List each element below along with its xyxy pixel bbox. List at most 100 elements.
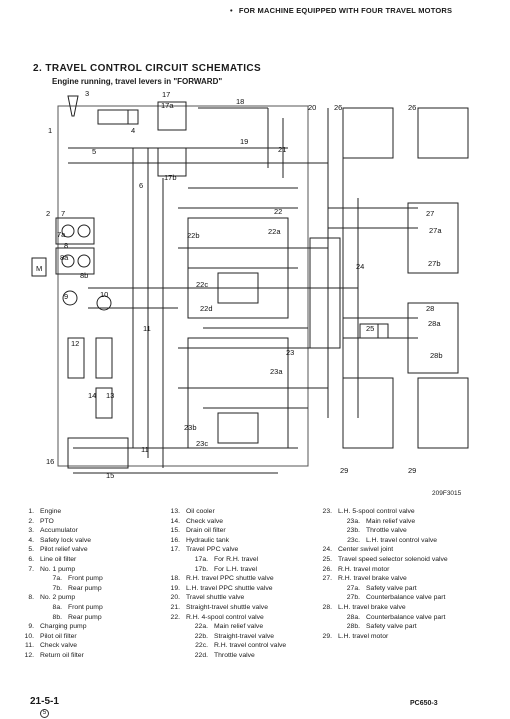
legend-item: 1.Engine (12, 507, 103, 517)
callout: 7a (57, 230, 66, 239)
legend-item: 19.L.H. travel PPC shuttle valve (158, 584, 286, 594)
legend-item-number: 27. (322, 575, 332, 583)
header-bullet: • (230, 6, 233, 15)
callout: 10 (100, 290, 108, 299)
legend-item-number: 19. (170, 584, 180, 592)
legend-item-text: Counterbalance valve part (366, 594, 446, 602)
legend-item-number: 7b. (52, 584, 62, 592)
legend-item-number: 21. (170, 603, 180, 611)
callout: 20 (308, 103, 316, 112)
legend-item-number: 15. (170, 527, 180, 535)
legend-item-number: 29. (322, 632, 332, 640)
legend-item: 13.Oil cooler (158, 507, 286, 517)
legend-item: 29.L.H. travel motor (310, 632, 448, 642)
legend-item: 14. Check valve (158, 517, 286, 527)
callout: 23 (286, 348, 294, 357)
model-code: PC650-3 (410, 700, 438, 707)
callout: 17a (161, 101, 174, 110)
legend-item: 24.Center swivel joint (310, 545, 448, 555)
safety-lock-valve-symbol (97, 109, 139, 125)
callout: 17 (162, 90, 170, 99)
callout: 24 (356, 262, 364, 271)
hydraulic-schematic: 3 17 18 17a 4 20 26 26 1 5 19 21 17b 6 2… (31, 89, 469, 480)
legend-item: 21. Straight-travel shuttle valve (158, 603, 286, 613)
hydraulic-tank-symbol (67, 437, 129, 469)
legend-item: 18.R.H. travel PPC shuttle valve (158, 574, 286, 584)
legend-item-number: 28b. (346, 623, 360, 631)
legend-item: 22d.Throttle valve (158, 651, 286, 661)
legend-item-text: Travel shuttle valve (186, 594, 245, 602)
legend-item-text: Travel PPC valve (186, 546, 239, 554)
legend-item-number: 7. (28, 565, 34, 573)
legend-item: 28.L.H. travel brake valve (310, 603, 448, 613)
charging-pump-symbol (62, 290, 112, 311)
legend-item-text: Straight-travel shuttle valve (186, 603, 268, 611)
legend-item: 27a.Safety valve part (310, 584, 448, 594)
legend-item: 7a.Front pump (12, 574, 103, 584)
legend-item: 8b.Rear pump (12, 613, 103, 623)
callout: 26 (334, 103, 342, 112)
callout: 2 (46, 209, 50, 218)
callout: 29 (408, 466, 416, 475)
legend-item: 9.Charging pump (12, 622, 103, 632)
legend-item: 23b.Throttle valve (310, 526, 448, 536)
callout: 19 (240, 137, 248, 146)
legend-item: 27b.Counterbalance valve part (310, 593, 448, 603)
callout: 17b (164, 173, 177, 182)
legend-item-number: 14. (170, 517, 180, 525)
legend-item-text: No. 1 pump (40, 565, 76, 573)
legend-item-number: 16. (170, 536, 180, 544)
callout: 23c (196, 439, 208, 448)
callout: 3 (85, 89, 89, 98)
legend-item-text: Accumulator (40, 527, 78, 535)
callout: 11 (143, 324, 151, 333)
legend-item-text: Hydraulic tank (186, 536, 230, 544)
legend-item-number: 8. (28, 594, 34, 602)
legend-item-text: L.H. travel control valve (366, 536, 438, 544)
callout: 8a (60, 253, 69, 262)
callout: 4 (131, 126, 135, 135)
legend-item-text: Straight-travel valve (214, 632, 275, 640)
legend-item-number: 26. (322, 565, 332, 573)
legend-item-number: 7a. (52, 575, 62, 583)
callout: 15 (106, 471, 114, 480)
legend-item: 15. Drain oil filter (158, 526, 286, 536)
callout: 22 (274, 207, 282, 216)
filter-symbols (67, 337, 113, 419)
legend-item-text: For L.H. travel (214, 565, 258, 573)
legend-item: 25.Travel speed selector solenoid valve (310, 555, 448, 565)
legend-item: 22b.Straight-travel valve (158, 632, 286, 642)
legend-item-text: Drain oil filter (186, 527, 226, 535)
page-header: •FOR MACHINE EQUIPPED WITH FOUR TRAVEL M… (230, 6, 452, 15)
callout: 7 (61, 209, 65, 218)
legend-item-text: Travel speed selector solenoid valve (338, 555, 448, 563)
legend-item: 5.Pilot relief valve (12, 545, 103, 555)
legend-item-number: 6. (28, 555, 34, 563)
legend-item-text: R.H. travel PPC shuttle valve (186, 575, 274, 583)
legend-item: 16. Hydraulic tank (158, 536, 286, 546)
callout: 29 (340, 466, 348, 475)
legend-item-number: 11. (25, 642, 34, 650)
legend-item: 3. Accumulator (12, 526, 103, 536)
legend-item: 2.PTO (12, 517, 103, 527)
engine-symbol (31, 257, 47, 277)
travel-ppc-valve-symbol (157, 101, 187, 177)
callout: 11 (141, 445, 149, 454)
legend-item-text: Safety valve part (366, 623, 417, 631)
legend-item-text: Oil cooler (186, 508, 215, 515)
legend-item-text: Check valve (186, 517, 224, 525)
legend-item-text: Throttle valve (214, 651, 255, 659)
callout: 8b (80, 271, 88, 280)
legend-item: 17a.For R.H. travel (158, 555, 286, 565)
callout: 1 (48, 126, 52, 135)
revision-badge: 5 (40, 709, 49, 718)
callout: 5 (92, 147, 96, 156)
legend-item: 22c.R.H. travel control valve (158, 641, 286, 651)
legend-item: 26.R.H. travel motor (310, 565, 448, 575)
callout: 18 (236, 97, 244, 106)
legend-item-text: Counterbalance valve part (366, 613, 446, 621)
legend-item: 4.Safety lock valve (12, 536, 103, 546)
diagram-subtitle: Engine running, travel levers in "FORWAR… (52, 77, 223, 86)
legend-item-number: 3. (28, 527, 34, 535)
